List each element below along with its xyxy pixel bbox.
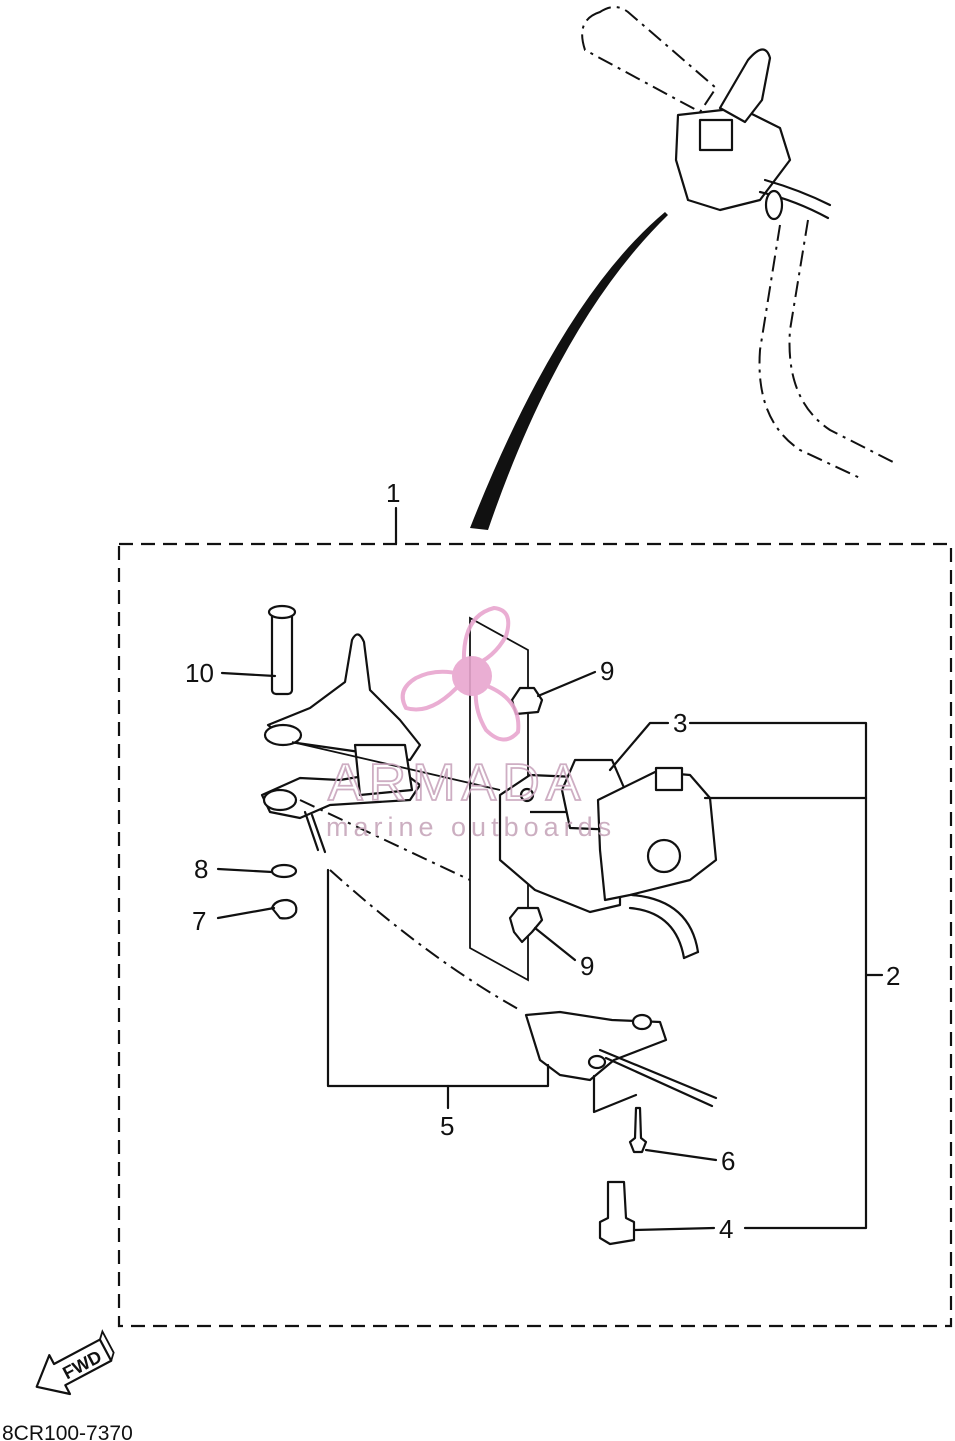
pivot-pin xyxy=(270,610,294,696)
circlip xyxy=(270,898,298,920)
switch-cable xyxy=(630,893,700,954)
mounting-plate xyxy=(469,616,529,982)
callout-9b-label: 9 xyxy=(580,951,594,981)
watermark: ARMADA marine outboards xyxy=(326,605,616,842)
assembly-boundary-box xyxy=(117,542,953,1328)
grommet-lower xyxy=(508,906,544,944)
handlebar-switch-button xyxy=(698,118,734,152)
callout-8-label: 8 xyxy=(194,854,208,884)
callout-4-label: 4 xyxy=(719,1214,733,1244)
throttle-cable xyxy=(470,212,668,530)
cable-clamp xyxy=(764,189,784,221)
throttle-switch-assembly xyxy=(469,616,718,982)
handlebar-grip xyxy=(581,6,718,114)
mounting-bolt xyxy=(598,1180,636,1246)
callout-8-leader xyxy=(216,867,274,874)
lever-clip xyxy=(353,743,414,797)
connection-line-3 xyxy=(291,741,501,791)
handlebar-tube xyxy=(758,224,861,479)
watermark-tagline: marine outboards xyxy=(326,812,616,842)
callout-6-label: 6 xyxy=(721,1146,735,1176)
handlebar-tube-inner xyxy=(788,219,894,463)
tapping-screw xyxy=(628,1106,648,1154)
forward-direction-arrow: FWD xyxy=(35,1329,115,1396)
callout-2-label: 2 xyxy=(886,961,900,991)
washer xyxy=(270,863,298,879)
callout-3-label: 3 xyxy=(673,708,687,738)
callout-1-label: 1 xyxy=(386,478,400,508)
callout-3-leader xyxy=(608,721,670,772)
callout-9a-label: 9 xyxy=(600,656,614,686)
callout-7-label: 7 xyxy=(192,906,206,936)
propeller-logo-icon xyxy=(400,605,521,742)
drawing-code: 8CR100-7370 xyxy=(2,1422,133,1441)
callout-4-leader xyxy=(632,1226,716,1232)
handlebar-cable xyxy=(763,178,832,207)
callout-10-leader xyxy=(220,671,277,678)
handlebar-lever xyxy=(718,48,772,124)
callout-5-label: 5 xyxy=(440,1111,454,1141)
bracket-cable xyxy=(598,1048,718,1100)
callout-9b-leader xyxy=(533,926,577,962)
callout-7-leader xyxy=(216,906,276,920)
watermark-brand: ARMADA xyxy=(328,754,586,812)
callout-10-label: 10 xyxy=(185,658,214,688)
callout-5-bracket xyxy=(326,868,550,1088)
switch-knob xyxy=(654,766,684,792)
handlebar-assembly xyxy=(581,6,894,479)
callout-6-leader xyxy=(644,1148,718,1162)
throttle-lever-assembly xyxy=(260,604,422,854)
lower-bracket xyxy=(524,1010,668,1082)
connection-line-2 xyxy=(329,869,521,1011)
lower-bracket-assembly xyxy=(524,1010,718,1246)
connection-line-1 xyxy=(299,799,471,881)
throttle-lever xyxy=(266,633,422,762)
callout-9a-leader xyxy=(536,670,597,698)
